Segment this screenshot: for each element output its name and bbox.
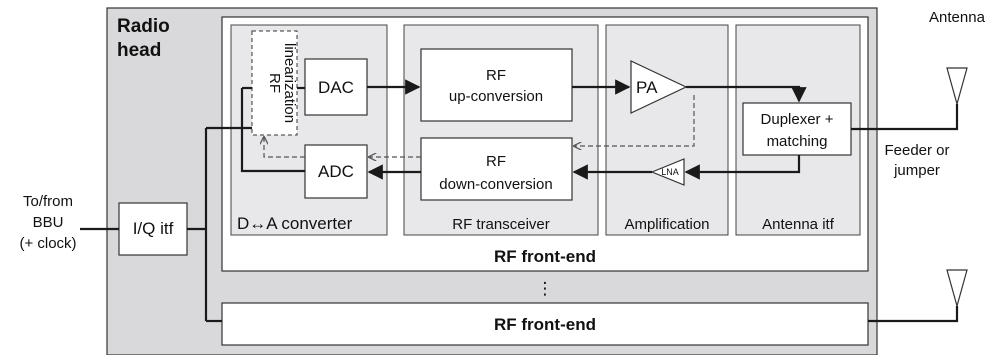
- feeder-label-line1: Feeder or: [884, 142, 949, 159]
- down-conversion-label-line1: RF: [486, 153, 506, 170]
- pa-label: PA: [636, 78, 658, 97]
- down-conversion-label-line2: down-conversion: [439, 176, 552, 193]
- section-converter-label: D↔A converter: [237, 214, 353, 233]
- up-conversion-block: [420, 48, 573, 122]
- up-conversion-label-line1: RF: [486, 67, 506, 84]
- rf-front-end-2-label: RF front-end: [494, 315, 596, 334]
- rf-front-end-label: RF front-end: [494, 247, 596, 266]
- section-antenna-itf-label: Antenna itf: [762, 216, 835, 233]
- radio-head-title-line1: Radio: [117, 16, 170, 37]
- duplexer-label-line2: matching: [767, 133, 828, 150]
- ellipsis: ⋮: [537, 279, 554, 298]
- adc-block: [304, 144, 368, 199]
- signal-lines: [80, 79, 959, 323]
- iq-itf-label: I/Q itf: [133, 219, 174, 238]
- duplexer-label-line1: Duplexer +: [761, 111, 834, 128]
- feeder-label-line2: jumper: [893, 162, 940, 179]
- down-conversion-block: [420, 137, 573, 201]
- up-conversion-label-line2: up-conversion: [449, 88, 543, 105]
- rf-linearization-label-line2: linearization: [281, 43, 298, 123]
- lna-label: LNA: [661, 167, 679, 177]
- rf-front-end-2-box: [221, 302, 869, 346]
- rf-linearization-block: [251, 30, 298, 136]
- bbu-label-line2: BBU: [33, 214, 64, 231]
- radio-head-title-line2: head: [117, 40, 161, 61]
- rf-linearization-label-line1: RF: [266, 73, 283, 93]
- lna-amplifier: [650, 158, 685, 186]
- feedback-lines: [264, 95, 695, 157]
- antenna-icon-2: [946, 269, 968, 309]
- antenna-icon: [946, 67, 968, 107]
- section-transceiver-label: RF transceiver: [452, 216, 550, 233]
- bbu-label-line3: (+ clock): [19, 235, 76, 252]
- iq-itf-block: [118, 202, 188, 256]
- pa-amplifier: [630, 60, 688, 114]
- dac-label: DAC: [318, 78, 354, 97]
- bbu-label-line1: To/from: [23, 193, 73, 210]
- antenna-label: Antenna: [929, 9, 986, 26]
- section-amplification: [605, 24, 729, 236]
- section-amplification-label: Amplification: [624, 216, 709, 233]
- adc-label: ADC: [318, 162, 354, 181]
